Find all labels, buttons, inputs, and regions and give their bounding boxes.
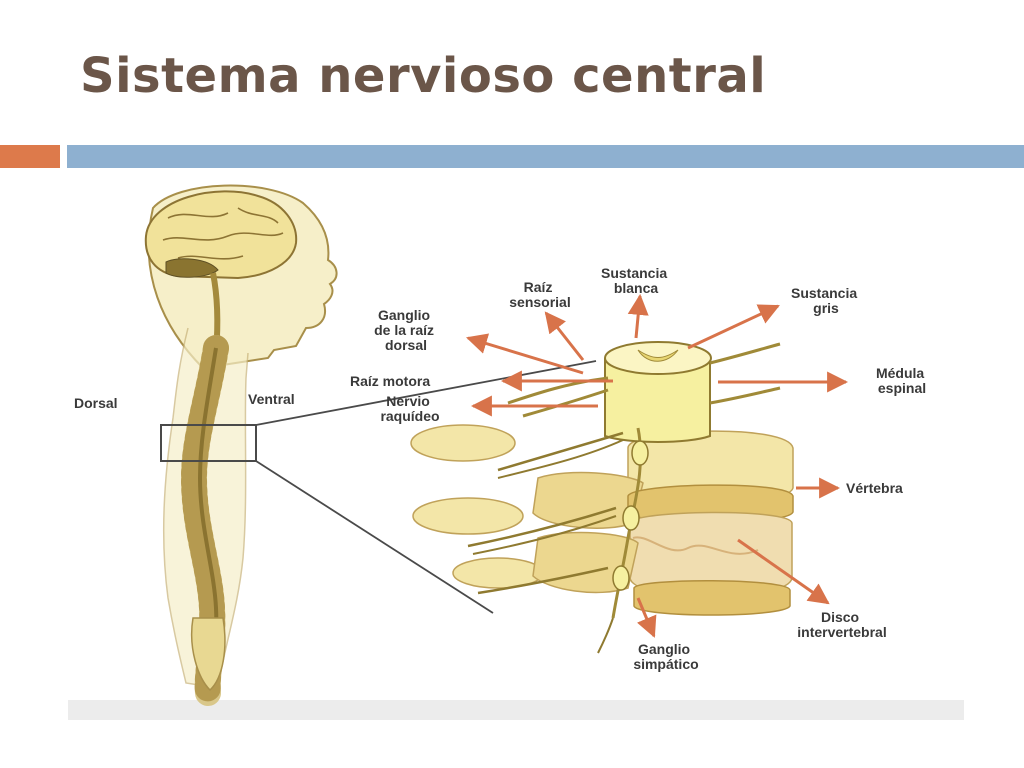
label-vertebra: Vértebra xyxy=(846,480,903,496)
label-ventral: Ventral xyxy=(248,391,295,407)
label-ganglio-raiz-dorsal: Ganglio de la raíz dorsal xyxy=(374,307,438,353)
accent-bar-orange xyxy=(0,145,60,168)
label-dorsal: Dorsal xyxy=(74,395,118,411)
label-medula-espinal: Médula espinal xyxy=(876,365,928,396)
zoom-box xyxy=(160,424,257,462)
accent-bar-blue xyxy=(67,145,1024,168)
slide-title: Sistema nervioso central xyxy=(80,48,767,104)
figure-bottom-strip xyxy=(68,700,964,720)
label-nervio-raquideo: Nervio raquídeo xyxy=(380,393,439,424)
label-ganglio-simpatico: Ganglio simpático xyxy=(633,641,698,672)
label-sustancia-blanca: Sustancia blanca xyxy=(601,265,671,296)
label-raiz-motora: Raíz motora xyxy=(350,373,430,389)
nervous-system-illustration: Dorsal Ventral Raíz sensorial Sustancia … xyxy=(68,178,964,723)
label-raiz-sensorial: Raíz sensorial xyxy=(509,279,570,310)
label-arrows xyxy=(465,293,849,638)
body-silhouette xyxy=(144,184,597,706)
diagram-labels: Dorsal Ventral Raíz sensorial Sustancia … xyxy=(74,265,928,672)
label-disco-intervertebral: Disco intervertebral xyxy=(797,609,886,640)
label-sustancia-gris: Sustancia gris xyxy=(791,285,861,316)
